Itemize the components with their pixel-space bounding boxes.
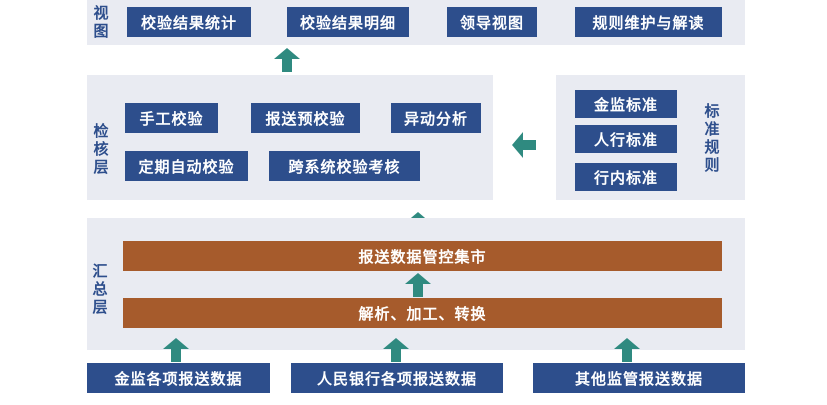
arrow-up-icon [383,338,409,362]
arrow-up-icon [405,273,431,297]
check-item[interactable]: 跨系统校验考核 [269,151,420,181]
standard-item[interactable]: 人行标准 [575,125,677,153]
view-layer-label: 视图 [93,4,109,40]
view-item[interactable]: 规则维护与解读 [575,7,722,37]
standard-item[interactable]: 行内标准 [575,163,677,191]
summary-layer-label: 汇总层 [92,262,108,316]
view-item[interactable]: 领导视图 [447,7,537,37]
check-item[interactable]: 定期自动校验 [125,151,248,181]
check-item[interactable]: 报送预校验 [251,103,360,133]
check-layer-panel [87,75,493,200]
standard-item[interactable]: 金监标准 [575,90,677,118]
source-box[interactable]: 金监各项报送数据 [87,363,270,393]
arrow-up-icon [614,338,640,362]
check-item[interactable]: 手工校验 [125,103,218,133]
processing-bar: 解析、加工、转换 [123,298,722,328]
check-layer-label: 检核层 [93,122,109,176]
view-item[interactable]: 校验结果明细 [287,7,409,37]
source-box[interactable]: 其他监管报送数据 [533,363,745,393]
arrow-up-icon [274,48,300,72]
arrow-left-icon [512,132,536,158]
arrow-up-icon [163,338,189,362]
source-box[interactable]: 人民银行各项报送数据 [291,363,503,393]
standards-label: 标准规则 [704,102,720,174]
view-item[interactable]: 校验结果统计 [127,7,251,37]
data-mart-bar: 报送数据管控集市 [123,241,722,271]
check-item[interactable]: 异动分析 [391,103,481,133]
